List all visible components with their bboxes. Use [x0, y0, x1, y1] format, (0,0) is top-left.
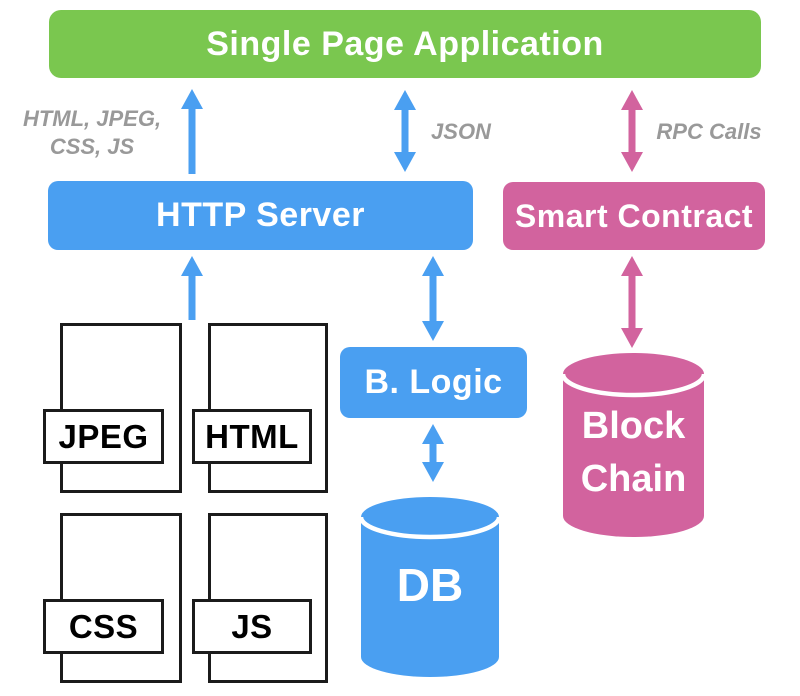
arrowhead-up-icon [422, 256, 444, 276]
node-b-logic: B. Logic [340, 347, 527, 418]
document-label-text: HTML [205, 417, 299, 455]
node-label: HTTP Server [156, 196, 365, 234]
arrowhead-down-icon [621, 152, 643, 172]
node-label: Single Page Application [206, 24, 604, 63]
arrow-shaft [188, 270, 196, 320]
node-label-line1: Block [581, 405, 686, 447]
arrow-blogic-db-icon [421, 424, 445, 482]
arrow-shaft [628, 104, 636, 158]
node-label-line2: Chain [580, 458, 687, 500]
arrow-files-to-http-icon [180, 256, 204, 320]
edge-label-line: HTML, JPEG, [22, 106, 162, 131]
arrowhead-up-icon [621, 90, 643, 110]
node-label: B. Logic [364, 363, 503, 401]
arrowhead-up-icon [621, 256, 643, 276]
node-blockchain: Block Chain [563, 400, 704, 506]
edge-label-line: CSS, JS [49, 134, 135, 159]
document-label-text: CSS [68, 607, 139, 645]
node-http-server: HTTP Server [48, 181, 473, 250]
node-single-page-application: Single Page Application [49, 10, 761, 78]
arrow-spa-smartcontract-rpc-icon [620, 90, 644, 172]
edge-label-text: RPC Calls [656, 119, 762, 144]
node-label: DB [396, 559, 464, 611]
node-db: DB [361, 558, 499, 612]
blockchain-cylinder-icon [563, 353, 704, 537]
document-label-jpeg: JPEG [43, 409, 164, 464]
arrowhead-up-icon [394, 90, 416, 110]
arrow-shaft [628, 270, 636, 334]
edge-label-assets: HTML, JPEG, CSS, JS [7, 105, 177, 161]
arrowhead-down-icon [394, 152, 416, 172]
edge-label-text: JSON [431, 119, 491, 144]
arrowhead-down-icon [422, 321, 444, 341]
arrowhead-up-icon [181, 89, 203, 109]
arrowhead-up-icon [422, 424, 444, 444]
arrow-http-blogic-icon [421, 256, 445, 341]
arrowhead-up-icon [181, 256, 203, 276]
edge-label-json: JSON [411, 118, 511, 146]
document-label-text: JS [231, 607, 273, 645]
document-page-css-icon [60, 513, 182, 683]
document-label-html: HTML [192, 409, 312, 464]
document-label-css: CSS [43, 599, 164, 654]
document-page-html-icon [208, 323, 328, 493]
arrow-shaft [188, 103, 196, 174]
node-label: Smart Contract [514, 197, 754, 234]
arrowhead-down-icon [621, 328, 643, 348]
edge-label-rpc: RPC Calls [649, 118, 769, 146]
document-label-js: JS [192, 599, 312, 654]
db-cylinder-icon [361, 497, 499, 677]
arrow-http-to-spa-icon [180, 89, 204, 174]
arrow-shaft [429, 270, 437, 327]
document-page-js-icon [208, 513, 328, 683]
arrow-smartcontract-blockchain-icon [620, 256, 644, 348]
arrowhead-down-icon [422, 462, 444, 482]
arrow-spa-http-json-icon [393, 90, 417, 172]
arrow-shaft [429, 438, 437, 468]
node-smart-contract: Smart Contract [503, 182, 765, 250]
document-page-jpeg-icon [60, 323, 182, 493]
document-label-text: JPEG [58, 417, 149, 455]
arrow-shaft [401, 104, 409, 158]
